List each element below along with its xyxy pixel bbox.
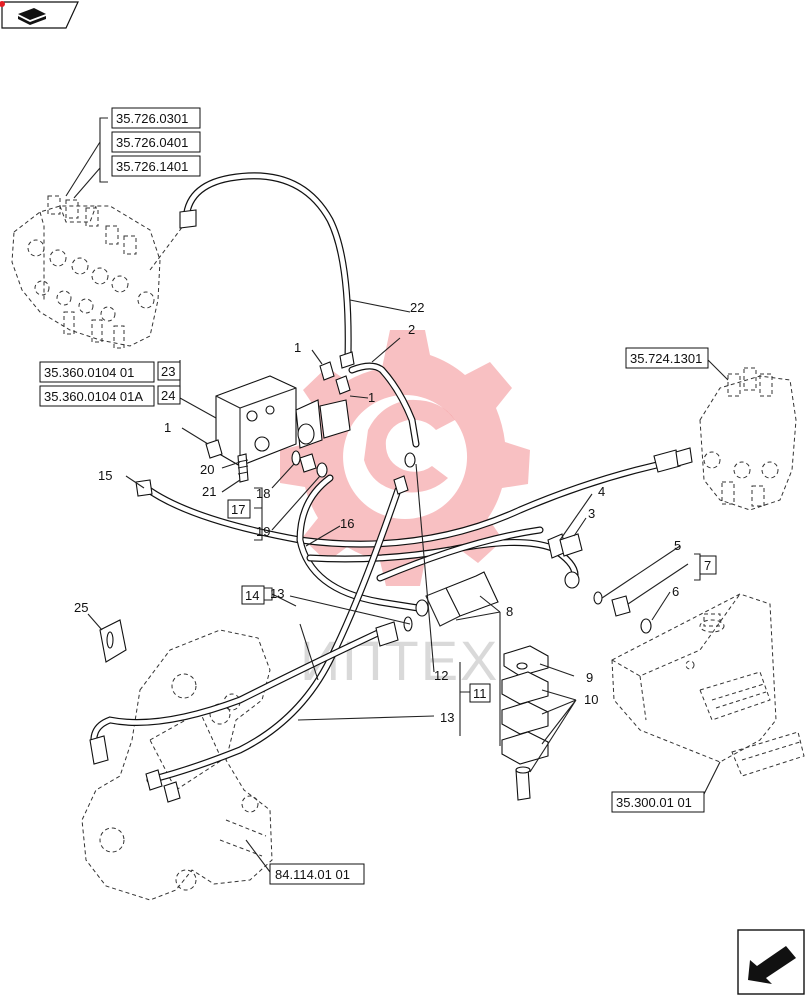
svg-text:11: 11 xyxy=(473,686,487,701)
hose-guard-25 xyxy=(99,619,127,663)
svg-text:35.726.0301: 35.726.0301 xyxy=(116,111,188,126)
ref-box-35-724-1301[interactable]: 35.724.1301 xyxy=(625,347,709,369)
ref-box-35-300-01-01[interactable]: 35.300.01 01 xyxy=(611,791,705,813)
ref-box-35-726-0401[interactable]: 35.726.0401 xyxy=(111,131,201,153)
callout-13-bottom: 13 xyxy=(440,710,454,725)
callout-4: 4 xyxy=(598,484,605,499)
hydraulic-tank xyxy=(611,593,805,777)
boxed-callout-24: 24 xyxy=(157,385,181,405)
callout-22: 22 xyxy=(410,300,424,315)
hose-13-lower xyxy=(146,486,402,784)
svg-text:35.300.01 01: 35.300.01 01 xyxy=(616,795,692,810)
boxed-callout-7: 7 xyxy=(699,555,717,575)
callout-1-mid: 1 xyxy=(368,390,375,405)
svg-text:84.114.01 01: 84.114.01 01 xyxy=(275,867,350,882)
callout-15: 15 xyxy=(98,468,112,483)
boxed-callout-23: 23 xyxy=(157,361,181,381)
manifold-block xyxy=(215,375,351,467)
callout-12: 12 xyxy=(434,668,448,683)
next-page-arrow-icon[interactable] xyxy=(737,929,805,995)
control-valve-left xyxy=(11,195,187,349)
ref-box-35-360-0104-01[interactable]: 35.360.0104 01 xyxy=(39,361,155,383)
callout-6: 6 xyxy=(672,584,679,599)
loader-frame xyxy=(81,629,273,901)
ref-box-35-726-0301[interactable]: 35.726.0301 xyxy=(111,107,201,129)
callout-13-top: 13 xyxy=(270,586,284,601)
callout-20: 20 xyxy=(200,462,214,477)
svg-text:35.360.0104 01A: 35.360.0104 01A xyxy=(44,389,143,404)
watermark-logo: ИПТЕХ xyxy=(280,330,530,692)
hose-13-upper xyxy=(90,628,384,756)
svg-text:24: 24 xyxy=(161,388,175,403)
svg-text:14: 14 xyxy=(245,588,259,603)
callout-1-left: 1 xyxy=(164,420,171,435)
ref-box-84-114-01-01[interactable]: 84.114.01 01 xyxy=(269,863,365,885)
svg-text:35.724.1301: 35.724.1301 xyxy=(630,351,702,366)
boxed-callout-11: 11 xyxy=(469,683,491,703)
leader-lines xyxy=(65,117,729,873)
callout-10: 10 xyxy=(584,692,598,707)
fitting-parts xyxy=(89,209,693,803)
hose-right xyxy=(376,526,544,582)
clamp-parts xyxy=(425,571,549,801)
callout-3: 3 xyxy=(588,506,595,521)
svg-text:23: 23 xyxy=(161,364,175,379)
callout-25: 25 xyxy=(74,600,88,615)
boxed-callout-17: 17 xyxy=(227,499,251,519)
callout-2: 2 xyxy=(408,322,415,337)
boxed-callout-14: 14 xyxy=(241,585,265,605)
callout-1-top: 1 xyxy=(294,340,301,355)
svg-text:35.360.0104 01: 35.360.0104 01 xyxy=(44,365,134,380)
svg-text:35.726.0401: 35.726.0401 xyxy=(116,135,188,150)
svg-text:17: 17 xyxy=(231,502,245,517)
svg-text:35.726.1401: 35.726.1401 xyxy=(116,159,188,174)
callout-19: 19 xyxy=(256,524,270,539)
callout-5: 5 xyxy=(674,538,681,553)
svg-text:7: 7 xyxy=(704,558,711,573)
callout-16: 16 xyxy=(340,516,354,531)
control-valve-right xyxy=(699,367,797,511)
book-nav-icon[interactable] xyxy=(0,1,79,29)
callout-21: 21 xyxy=(202,484,216,499)
tube-2 xyxy=(348,362,420,448)
callout-18: 18 xyxy=(256,486,270,501)
ref-box-35-360-0104-01a[interactable]: 35.360.0104 01A xyxy=(39,385,155,407)
hose-15 xyxy=(142,456,684,548)
callout-8: 8 xyxy=(506,604,513,619)
hose-22 xyxy=(182,172,352,360)
callout-9: 9 xyxy=(586,670,593,685)
hose-16 xyxy=(296,474,422,612)
ref-box-35-726-1401[interactable]: 35.726.1401 xyxy=(111,155,201,177)
